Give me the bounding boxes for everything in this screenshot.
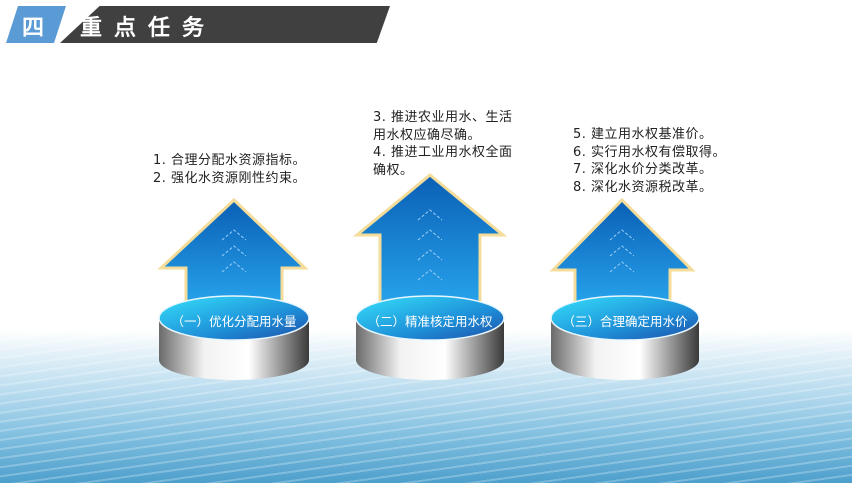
task-list-3: 5. 建立用水权基准价。 6. 实行用水权有偿取得。 7. 深化水价分类改革。 … [573, 126, 726, 196]
task-item: 用水权应确尽确。 [373, 127, 482, 143]
section-number: 四 [22, 16, 45, 41]
arrow-2 [352, 173, 508, 307]
disc-label-3: （三）合理确定用水价 [562, 314, 688, 329]
task-item: 7. 深化水价分类改革。 [573, 162, 713, 177]
task-list-2: 3. 推进农业用水、生活 用水权应确尽确。 4. 推进工业用水权全面 确权。 [373, 109, 513, 179]
disc-label-2: （二）精准核定用水权 [367, 314, 493, 329]
task-item: 3. 推进农业用水、生活 [373, 110, 513, 125]
disc-label-1: （一）优化分配用水量 [171, 314, 297, 329]
task-item: 8. 深化水资源税改革。 [573, 179, 713, 195]
task-item: 4. 推进工业用水权全面 [373, 145, 513, 160]
disc-1 [158, 295, 310, 380]
arrow-1 [157, 197, 309, 307]
disc-3 [550, 295, 700, 380]
disc-2 [355, 295, 505, 380]
task-item: 6. 实行用水权有偿取得。 [573, 144, 727, 160]
task-list-1: 1. 合理分配水资源指标。 2. 强化水资源刚性约束。 [153, 152, 306, 187]
task-item: 1. 合理分配水资源指标。 [153, 153, 307, 168]
section-title: 重点任务 [80, 16, 217, 41]
task-item: 5. 建立用水权基准价。 [573, 127, 713, 142]
task-item: 确权。 [373, 162, 414, 178]
section-title-bar [60, 6, 390, 43]
arrow-3 [549, 197, 696, 307]
section-number-badge [6, 6, 66, 43]
task-item: 2. 强化水资源刚性约束。 [153, 170, 307, 186]
